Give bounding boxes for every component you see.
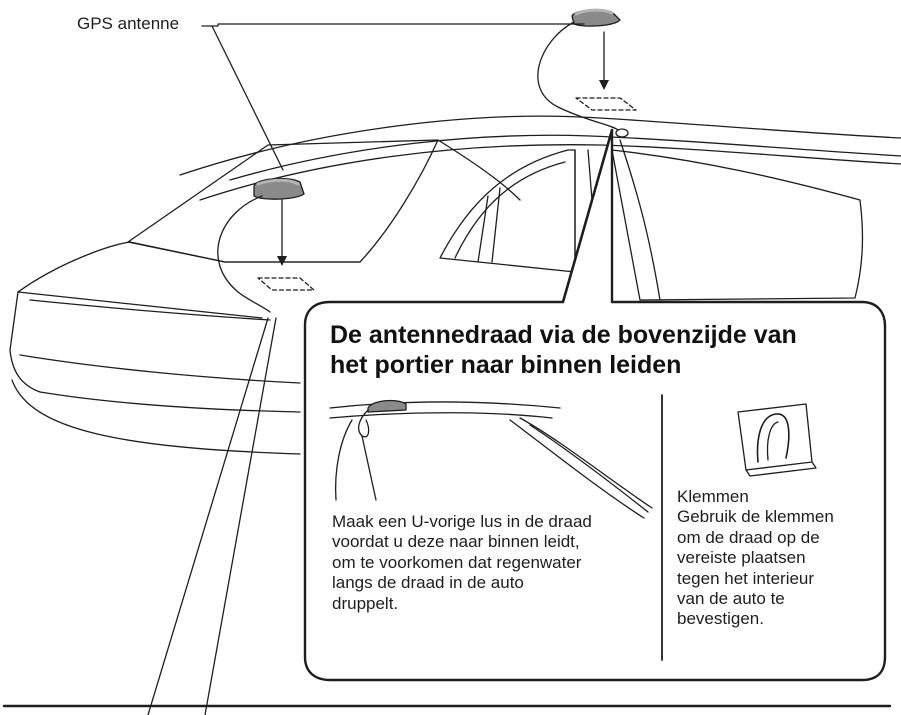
clamp-instruction-line: Gebruik de klemmen xyxy=(677,507,834,527)
clamp-instruction: Klemmen Gebruik de klemmen om de draad o… xyxy=(677,487,877,630)
loop-instruction: Maak een U-vorige lus in de draad voorda… xyxy=(332,512,652,614)
clamp-instruction-line: tegen het interieur xyxy=(677,568,815,588)
window-frame-inner xyxy=(454,161,566,259)
cable-loop xyxy=(615,128,629,138)
loop-instruction-line: om te voorkomen dat regenwater xyxy=(332,552,582,572)
loop-detail-drawing xyxy=(329,399,653,519)
gps-antenna-label: GPS antenne xyxy=(77,14,180,33)
side-window-rear xyxy=(439,149,576,273)
rear-window xyxy=(127,139,439,263)
clamp-title: Klemmen xyxy=(677,487,749,506)
callout-title-line: De antennedraad via de bovenzijde van xyxy=(330,321,797,349)
callout-box xyxy=(303,128,887,682)
clamp-instruction-line: om de draad op de xyxy=(677,527,820,547)
rear-bumper-top xyxy=(19,354,301,384)
rear-bumper-bottom xyxy=(11,379,301,455)
rear-side xyxy=(9,291,41,393)
body-crease xyxy=(29,299,271,321)
callout-title: De antennedraad via de bovenzijde van he… xyxy=(330,320,875,380)
roof-antenna xyxy=(537,8,637,138)
clamp-instruction-line: vereiste plaatsen xyxy=(677,548,806,568)
loop-instruction-line: voordat u deze naar binnen leidt, xyxy=(332,532,580,552)
label-leaders xyxy=(201,23,585,171)
loop-instruction-line: druppelt. xyxy=(332,593,399,613)
car-body xyxy=(9,115,901,455)
side-window-front xyxy=(611,149,864,301)
front-door-line xyxy=(619,139,661,301)
rear-door-line xyxy=(477,187,501,263)
roof-rail xyxy=(199,144,901,201)
roof-mount-area xyxy=(575,97,637,111)
roof-antenna-cable xyxy=(537,21,619,131)
rear-antenna-cable xyxy=(217,195,271,313)
rear-mount-area xyxy=(257,277,315,291)
clamp-drawing xyxy=(737,403,817,477)
loop-instruction-line: langs de draad in de auto xyxy=(332,573,524,593)
roof-outline xyxy=(179,115,901,176)
lower-callout xyxy=(2,317,892,715)
u-loop-leader xyxy=(361,435,377,501)
roof-inner-line xyxy=(229,134,901,181)
clamp-instruction-line: van de auto te xyxy=(677,589,785,609)
c-pillar xyxy=(437,139,521,201)
bumper-crease xyxy=(39,391,301,413)
loop-instruction-line: Maak een U-vorige lus in de draad xyxy=(332,512,592,531)
trunk-edge xyxy=(17,291,263,319)
trunk-lid xyxy=(17,241,361,293)
callout-title-line: het portier naar binnen leiden xyxy=(330,351,682,379)
rear-antenna xyxy=(217,177,315,313)
clamp-instruction-line: bevestigen. xyxy=(677,609,764,629)
